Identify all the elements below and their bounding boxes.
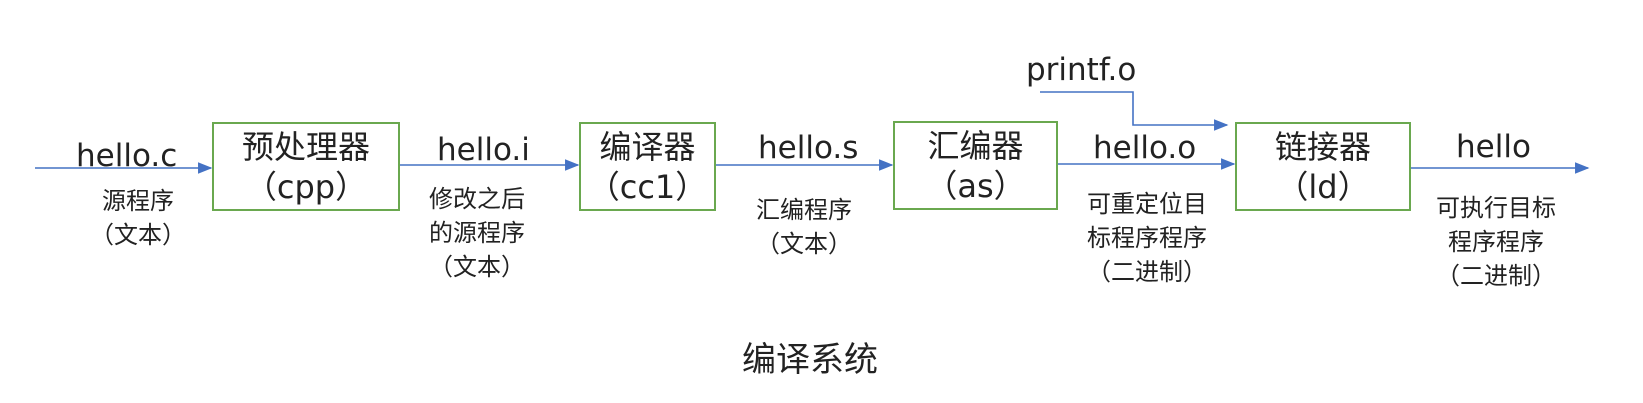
flow-desc-line: 的源程序 xyxy=(429,219,525,247)
flow-desc-modified-source: 修改之后 的源程序 （文本） xyxy=(429,182,525,284)
flow-label-printf-o: printf.o xyxy=(1026,52,1137,88)
box-linker: 链接器 （ld） xyxy=(1235,122,1411,211)
box-compiler-sub: （cc1） xyxy=(587,167,708,206)
flow-label-hello-i: hello.i xyxy=(437,132,530,168)
flow-desc-line: （二进制） xyxy=(1087,258,1207,286)
flow-desc-line: 源程序 xyxy=(102,187,174,215)
box-compiler-name: 编译器 xyxy=(599,127,696,166)
flow-desc-line: （文本） xyxy=(90,221,186,249)
flow-desc-line: 标程序程序 xyxy=(1087,224,1207,252)
flow-desc-line: 修改之后 xyxy=(429,185,525,213)
flow-label-hello-s: hello.s xyxy=(758,130,859,166)
flow-desc-line: （文本） xyxy=(756,230,852,258)
box-preprocessor: 预处理器 （cpp） xyxy=(212,122,400,211)
flow-label-hello-o: hello.o xyxy=(1093,130,1197,166)
flow-label-hello: hello xyxy=(1456,129,1531,165)
box-assembler: 汇编器 （as） xyxy=(893,121,1058,210)
flow-desc-line: （二进制） xyxy=(1436,262,1556,290)
flow-desc-line: 程序程序 xyxy=(1448,228,1544,256)
arrow-printf-to-ld xyxy=(1040,91,1229,131)
flow-desc-source: 源程序 （文本） xyxy=(90,184,186,252)
flow-desc-relocatable: 可重定位目 标程序程序 （二进制） xyxy=(1087,187,1207,289)
flow-desc-line: 可执行目标 xyxy=(1436,194,1556,222)
flow-label-hello-c: hello.c xyxy=(76,138,178,174)
flow-desc-line: 可重定位目 xyxy=(1087,190,1207,218)
flow-desc-line: （文本） xyxy=(429,253,525,281)
box-assembler-sub: （as） xyxy=(925,166,1026,205)
flow-desc-line: 汇编程序 xyxy=(756,196,852,224)
box-linker-name: 链接器 xyxy=(1274,127,1371,166)
box-preprocessor-sub: （cpp） xyxy=(244,167,368,206)
flow-desc-executable: 可执行目标 程序程序 （二进制） xyxy=(1436,191,1556,293)
flow-desc-assembly: 汇编程序 （文本） xyxy=(756,193,852,261)
box-linker-sub: （ld） xyxy=(1276,167,1370,206)
diagram-title: 编译系统 xyxy=(742,340,878,380)
box-preprocessor-name: 预处理器 xyxy=(241,127,370,166)
box-assembler-name: 汇编器 xyxy=(927,126,1024,165)
box-compiler: 编译器 （cc1） xyxy=(579,122,716,211)
